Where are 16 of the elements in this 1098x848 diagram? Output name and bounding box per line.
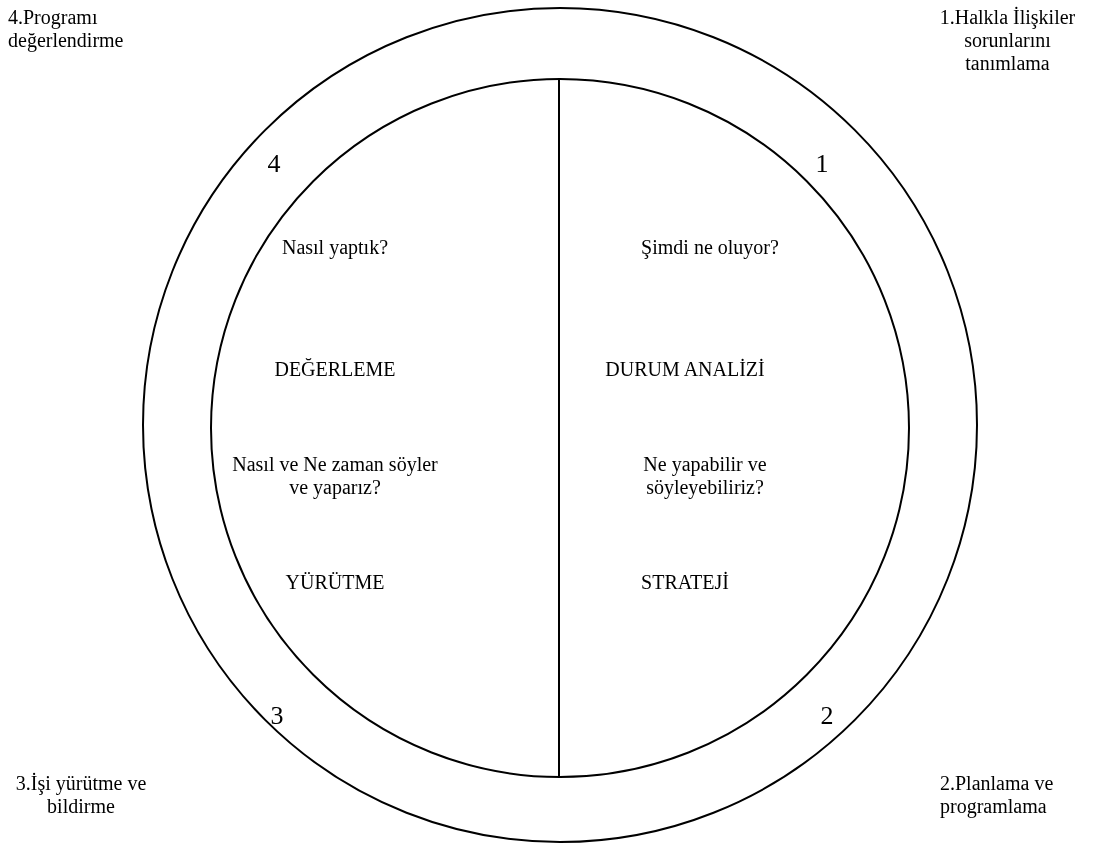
question-text: Nasıl yaptık? [280,236,390,259]
ring-number: 2 [819,701,835,731]
step-label: 1.Halkla İlişkiler sorunlarını tanımlama [938,6,1077,75]
question-text: Şimdi ne oluyor? [640,236,780,259]
step-label: 4.Programı değerlendirme [8,6,125,52]
phase-title: DURUM ANALİZİ [604,358,766,381]
ring-number: 4 [266,149,282,179]
question-text: Nasıl ve Ne zaman söyler ve yaparız? [231,453,439,499]
question-text: Ne yapabilir ve söyleyebiliriz? [642,453,768,499]
phase-title: YÜRÜTME [284,571,386,594]
step-label: 2.Planlama ve programlama [940,772,1055,818]
ring-number: 3 [269,701,285,731]
step-label: 3.İşi yürütme ve bildirme [14,772,148,818]
phase-title: STRATEJİ [640,571,730,594]
ring-number: 1 [814,149,830,179]
phase-title: DEĞERLEME [273,358,397,381]
